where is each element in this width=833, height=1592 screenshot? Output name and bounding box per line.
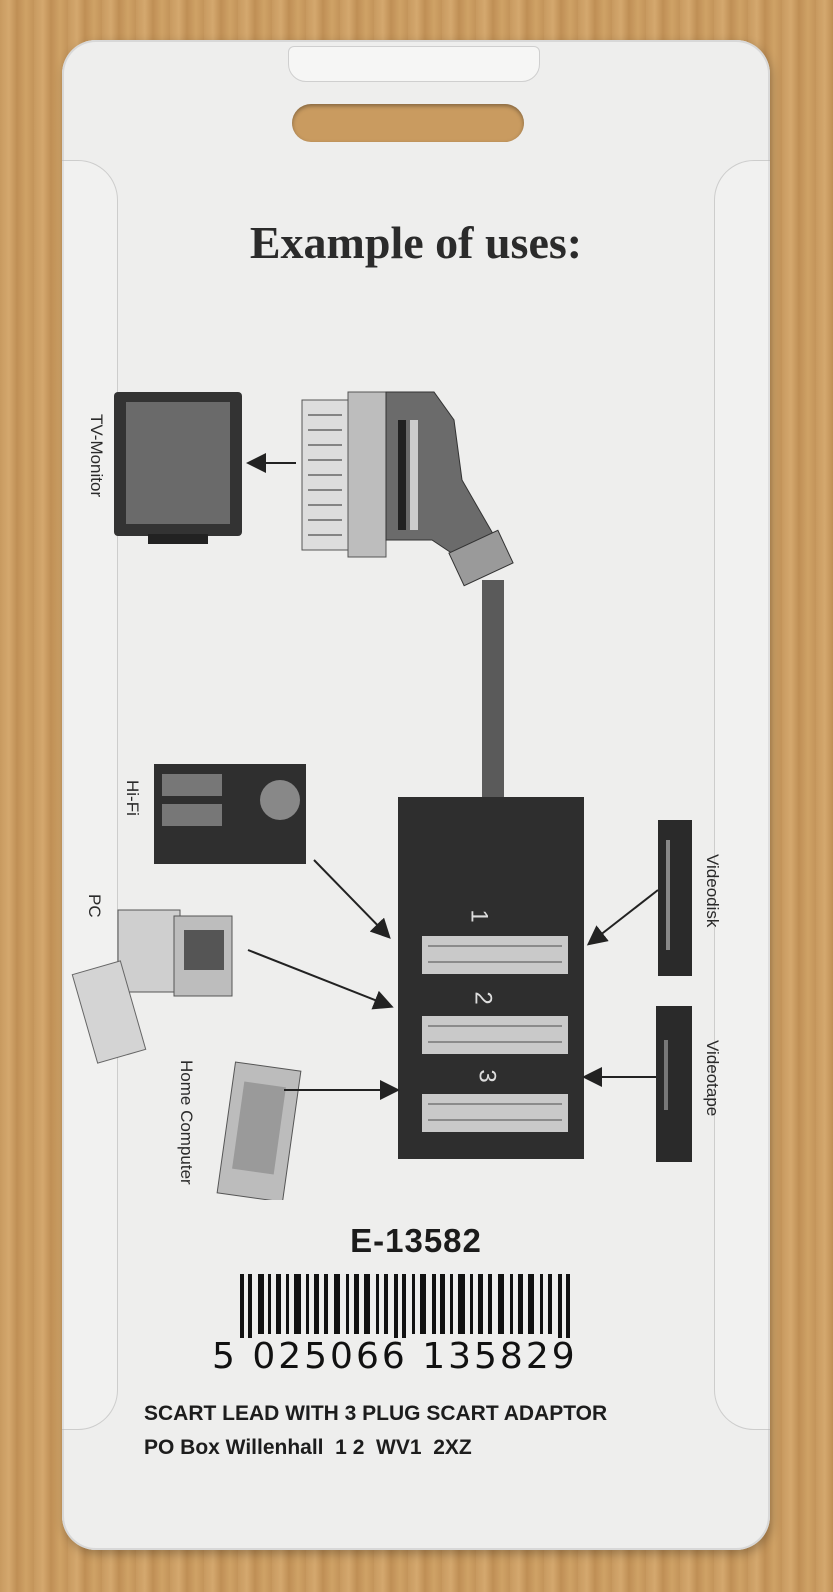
videotape-icon	[656, 1006, 692, 1162]
barcode-number: 5 025066 135829	[212, 1336, 578, 1377]
scart-cable	[482, 580, 504, 802]
label-videotape: Videotape	[702, 1040, 722, 1116]
hifi-icon	[154, 764, 306, 864]
port-number-2: 2	[469, 991, 497, 1004]
product-name: SCART LEAD WITH 3 PLUG SCART ADAPTOR	[144, 1402, 607, 1426]
blister-card: Example of uses:	[62, 40, 770, 1550]
barcode	[240, 1274, 592, 1338]
product-code: E-13582	[62, 1222, 770, 1260]
port-number-1: 1	[465, 909, 493, 922]
scart-plug-icon	[302, 392, 513, 586]
tv-monitor-icon	[114, 392, 242, 544]
label-home-computer: Home Computer	[176, 1060, 196, 1185]
address-line: PO Box Willenhall 1 2 WV1 2XZ	[144, 1436, 472, 1460]
label-hifi: Hi-Fi	[122, 780, 142, 816]
label-videodisk: Videodisk	[702, 854, 722, 927]
videodisk-icon	[658, 820, 692, 976]
label-pc: PC	[84, 894, 104, 918]
usage-diagram	[62, 40, 770, 1200]
scart-adaptor-block	[398, 797, 584, 1159]
home-computer-icon	[217, 1062, 301, 1200]
label-tv-monitor: TV-Monitor	[86, 414, 106, 497]
port-number-3: 3	[473, 1069, 501, 1082]
pc-icon	[72, 910, 232, 1063]
